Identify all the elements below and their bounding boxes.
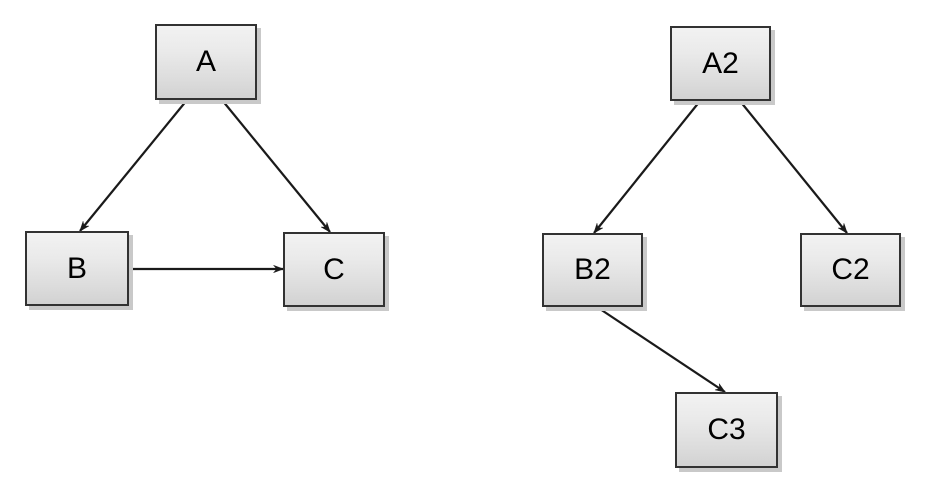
node-c[interactable]: C [283,232,385,307]
node-label: A [195,45,216,78]
node-c3[interactable]: C3 [675,392,778,468]
node-label: C3 [707,413,746,446]
edge-a-to-c [221,99,331,232]
node-a[interactable]: A [155,24,257,100]
node-label: A2 [702,46,739,80]
node-label: C [323,252,345,286]
edge-b2-to-c3 [596,306,725,393]
edge-a-to-b [79,99,188,231]
node-b2[interactable]: B2 [542,233,643,307]
node-label: B2 [574,253,611,286]
node-a2[interactable]: A2 [670,26,771,101]
node-label: C2 [831,253,870,286]
edge-a2-to-b2 [593,100,701,233]
node-label: B [66,251,87,285]
edges-group [79,99,848,393]
node-b[interactable]: B [25,231,129,306]
node-c2[interactable]: C2 [800,233,901,307]
edge-a2-to-c2 [739,100,848,233]
